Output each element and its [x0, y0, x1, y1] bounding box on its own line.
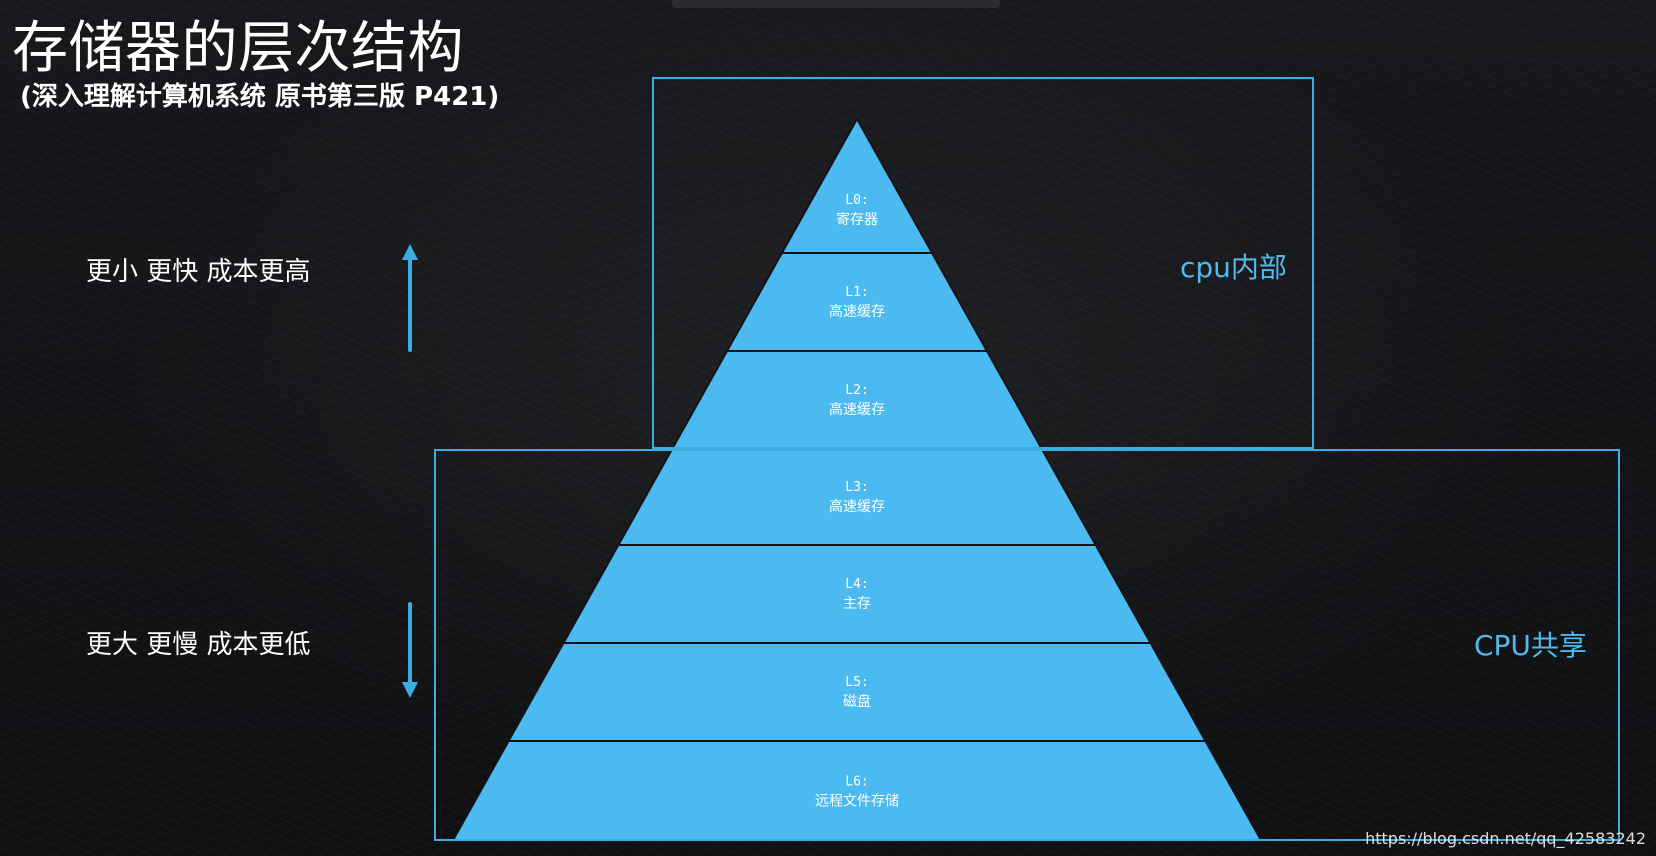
top-strip	[672, 0, 1000, 8]
page-subtitle: (深入理解计算机系统 原书第三版 P421)	[20, 82, 500, 112]
cpu-inner-frame	[652, 77, 1314, 449]
cpu-shared-label: CPU共享	[1474, 629, 1587, 662]
top-label: 更小 更快 成本更高	[86, 257, 311, 287]
hierarchy-pyramid: L0: 寄存器 L1: 高速缓存 L2: 高速缓存 L3: 高速缓存 L4: 主存 L5: 磁盘 L6:…	[450, 116, 1264, 843]
level-code-4: L4:	[845, 577, 868, 592]
arrow-down-icon	[402, 602, 418, 698]
level-name-4: 主存	[843, 596, 871, 612]
level-code-6: L6:	[845, 775, 868, 790]
level-name-2: 高速缓存	[829, 401, 885, 418]
level-name-1: 高速缓存	[829, 303, 885, 320]
level-name-5: 磁盘	[843, 693, 871, 710]
level-code-3: L3:	[845, 480, 868, 495]
cpu-shared-frame	[434, 449, 1620, 841]
level-code-5: L5:	[845, 675, 868, 690]
level-code-1: L1:	[845, 285, 868, 300]
level-name-6: 远程文件存储	[815, 794, 899, 810]
watermark: https://blog.csdn.net/qq_42583242	[1365, 829, 1646, 848]
level-name-0: 寄存器	[836, 211, 878, 228]
level-name-3: 高速缓存	[829, 498, 885, 515]
arrow-up-icon	[402, 244, 418, 352]
level-code-2: L2:	[845, 383, 868, 398]
cpu-inner-label: cpu内部	[1180, 251, 1287, 284]
level-code-0: L0:	[845, 193, 868, 208]
bottom-label: 更大 更慢 成本更低	[86, 630, 311, 660]
pyramid-layer-6	[450, 740, 1264, 843]
page-title: 存储器的层次结构	[12, 16, 464, 81]
